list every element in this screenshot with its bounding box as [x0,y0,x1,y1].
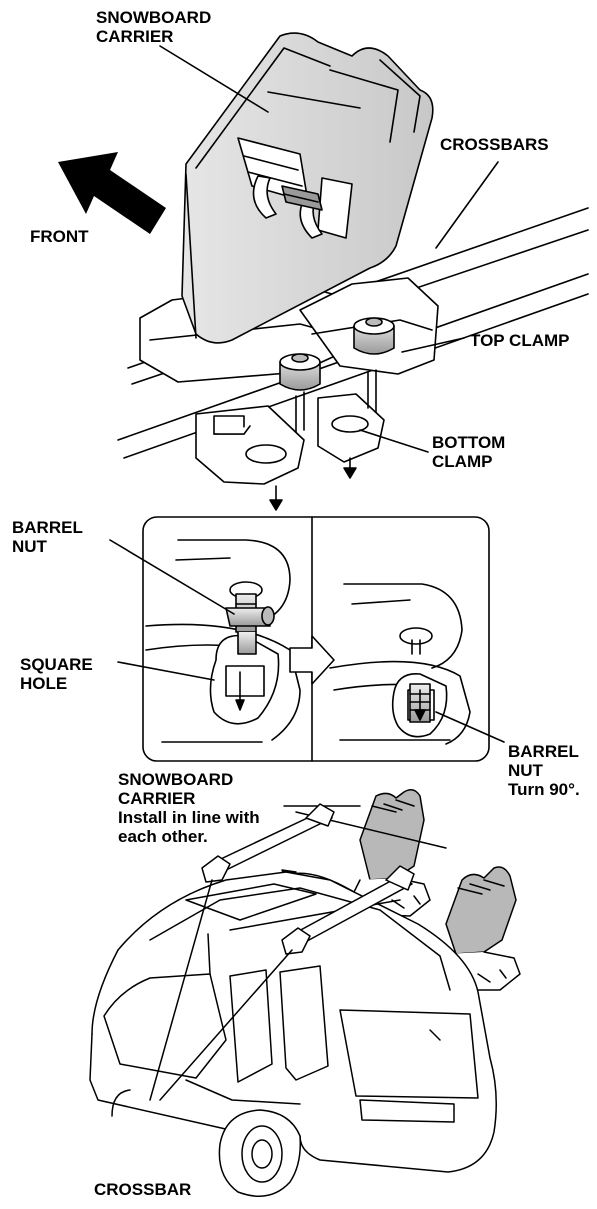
label-crossbars: CROSSBARS [440,135,549,154]
leader-snowboard-carrier-top [159,45,269,113]
bottom-clamp-right [317,393,385,463]
bottom-clamp-left [195,405,305,485]
label-front: FRONT [30,227,89,246]
leader-barrel-nut-right [435,711,505,743]
label-square-hole: SQUARE HOLE [20,655,93,693]
leader-crossbar-rear [159,949,293,1101]
detail-inset [109,516,505,762]
leader-crossbars [435,161,499,249]
leader-top-clamp [401,337,465,353]
inset-left-panel [109,539,301,743]
front-arrow-icon [58,152,166,234]
label-snowboard-carrier-bottom: SNOWBOARD CARRIER Install in line with e… [118,770,260,846]
label-top-clamp: TOP CLAMP [470,331,570,350]
label-snowboard-carrier-top: SNOWBOARD CARRIER [96,8,212,46]
top-clamp-knob-left [279,353,321,433]
label-barrel-nut-right: BARREL NUT Turn 90°. [508,742,580,799]
top-carrier-figure [117,32,589,511]
snowboard-carrier-body [181,32,434,344]
inset-right-panel [329,583,505,745]
label-barrel-nut-left: BARREL NUT [12,518,83,556]
next-step-arrow-icon [289,635,335,685]
roof-crossbar-rear [281,865,415,955]
top-clamp-knob-right [353,317,395,413]
roof-crossbar-front [201,803,335,883]
leader-barrel-nut-left [109,539,235,615]
label-bottom-clamp: BOTTOM CLAMP [432,433,506,471]
leader-crossbar-front [149,879,213,1101]
leader-square-hole [117,661,215,681]
vehicle-figure [89,789,521,1197]
leader-bottom-clamp [359,429,429,453]
label-crossbar: CROSSBAR [94,1180,192,1199]
barrel-nut-icon [225,607,271,627]
